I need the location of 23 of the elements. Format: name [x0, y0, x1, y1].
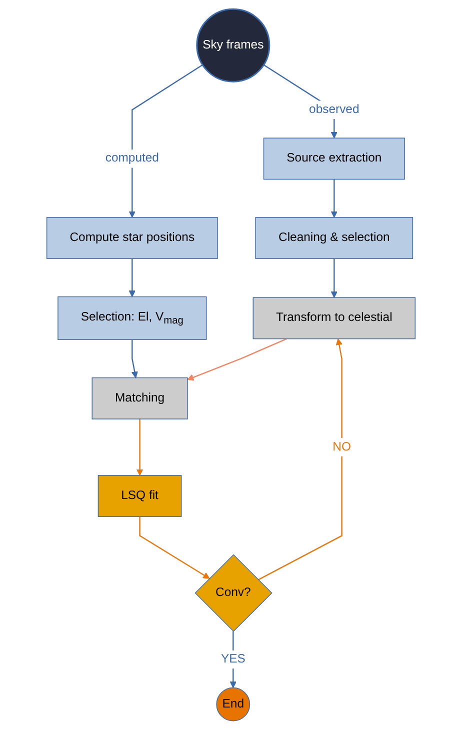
edge-label: NO	[332, 440, 351, 454]
node-box: Source extraction	[263, 138, 405, 180]
arrow	[258, 338, 342, 580]
node-box: Selection: El, V$_{mag}$	[58, 296, 207, 340]
node-box: LSQ fit	[98, 475, 182, 518]
node-box: Transform to celestial	[252, 297, 416, 340]
arrow	[128, 64, 203, 218]
arrow	[131, 340, 138, 378]
arrow	[139, 516, 210, 579]
node-box: Compute star positions	[46, 217, 218, 259]
arrow	[330, 258, 338, 298]
node-circle: End	[216, 687, 250, 722]
node-circle: Sky frames	[196, 8, 270, 82]
edge-label: YES	[220, 652, 246, 666]
edge-label: observed	[309, 102, 360, 116]
node-box: Matching	[92, 377, 188, 420]
arrow	[187, 338, 287, 381]
node-diamond: Conv?	[194, 554, 272, 632]
arrow	[330, 179, 338, 218]
arrow	[136, 418, 144, 476]
edge-label: computed	[105, 152, 159, 165]
arrow	[128, 258, 136, 298]
node-box: Cleaning & selection	[255, 217, 414, 259]
